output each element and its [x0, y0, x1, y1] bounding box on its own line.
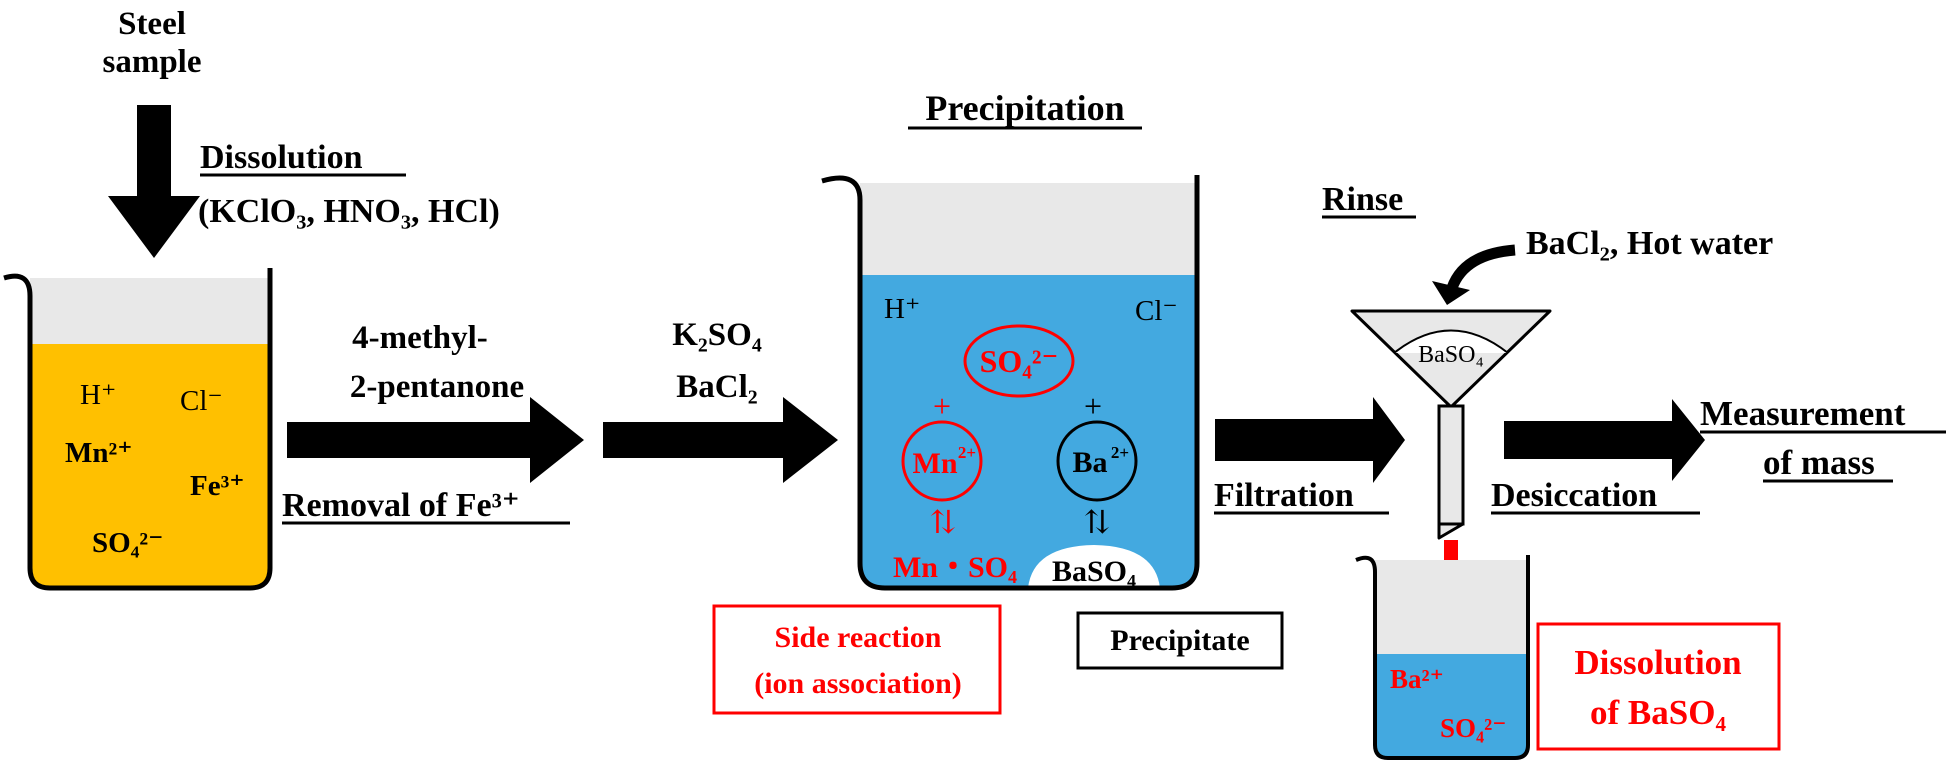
- filtrate-ion-so4: SO₄²⁻: [1440, 713, 1506, 743]
- sulfate-circle: [963, 324, 1075, 398]
- side-reaction-box: [712, 604, 1002, 715]
- measurement-line1: Measurement: [1700, 394, 1906, 433]
- ion-mn-2-charge: 2+: [958, 443, 976, 462]
- down-arrow-icon: [108, 105, 200, 258]
- dissolution-title: Dissolution: [200, 139, 363, 176]
- precipitation-title: Precipitation: [925, 88, 1124, 128]
- beaker-yellow: [3, 268, 273, 591]
- curved-arrow-head-icon: [1432, 281, 1470, 305]
- rinse-title: Rinse: [1322, 181, 1403, 218]
- plus-sign-mn: +: [933, 388, 951, 424]
- dissolution-baso4-line2: of BaSO₄: [1590, 693, 1726, 732]
- precipitate-box: [1076, 611, 1284, 670]
- ion-fe: Fe³⁺: [190, 470, 245, 502]
- filtrate-ion-ba: Ba²⁺: [1390, 664, 1444, 694]
- precipitate-label: Precipitate: [1110, 624, 1249, 657]
- beaker-blue: [821, 175, 1200, 591]
- mn-so4-label: Mn・SO₄: [893, 551, 1017, 584]
- reagent-line2: 2-pentanone: [350, 369, 524, 405]
- ion-ba-charge: 2+: [1111, 443, 1129, 462]
- ion-mn-2: Mn: [913, 447, 958, 480]
- right-arrow-icon: [603, 397, 838, 483]
- dissolution-reagents: (KClO₃, HNO₃, HCl): [198, 193, 500, 230]
- baso4-precipitate-label: BaSO₄: [1052, 555, 1136, 588]
- k2so4-label: K₂SO₄: [672, 317, 762, 353]
- equilibrium-arrows-icon: ⇅: [930, 504, 957, 540]
- bacl2-label: BaCl₂: [676, 369, 758, 405]
- ba-circle: [1056, 420, 1138, 502]
- funnel: [1350, 309, 1552, 540]
- right-arrow-icon: [287, 397, 584, 483]
- curved-arrow-icon: [1446, 244, 1516, 291]
- plus-sign-ba: +: [1084, 388, 1102, 424]
- equilibrium-arrows-icon: ⇅: [1084, 504, 1111, 540]
- ion-ba: Ba: [1072, 446, 1107, 479]
- dissolution-baso4-box: [1536, 622, 1781, 751]
- side-reaction-line1: Side reaction: [775, 621, 942, 654]
- steel-sample-label-line2: sample: [103, 44, 202, 80]
- precipitate-heap: [1028, 545, 1160, 588]
- yellow-liquid: [30, 344, 270, 588]
- desiccation-title: Desiccation: [1491, 477, 1657, 514]
- baso4-filter-cake: [1393, 329, 1509, 354]
- side-reaction-line2: (ion association): [754, 667, 962, 700]
- steel-sample-label-line1: Steel: [118, 6, 186, 42]
- ion-h-plus: H⁺: [80, 379, 116, 411]
- blue-liquid: [860, 275, 1197, 588]
- dissolution-baso4-line1: Dissolution: [1574, 643, 1741, 682]
- right-arrow-icon: [1215, 397, 1405, 483]
- removal-title: Removal of Fe³⁺: [282, 487, 520, 524]
- ion-cl-minus: Cl⁻: [180, 385, 223, 417]
- ion-so4-2: SO₄²⁻: [980, 343, 1059, 379]
- beaker-filtrate: [1355, 555, 1530, 760]
- rinse-reagents: BaCl₂, Hot water: [1526, 225, 1773, 262]
- filtrate-liquid: [1375, 654, 1528, 758]
- ion-so4: SO₄²⁻: [92, 527, 163, 559]
- ion-cl-minus-2: Cl⁻: [1135, 295, 1178, 327]
- right-arrow-icon: [1504, 399, 1705, 481]
- mn-circle: [901, 420, 983, 502]
- filtration-title: Filtration: [1214, 477, 1354, 514]
- reagent-line1: 4-methyl-: [352, 320, 488, 356]
- ion-h-plus-2: H⁺: [884, 293, 920, 325]
- measurement-line2: of mass: [1763, 443, 1875, 482]
- ion-mn: Mn²⁺: [65, 437, 133, 469]
- funnel-baso4-label: BaSO₄: [1418, 342, 1484, 368]
